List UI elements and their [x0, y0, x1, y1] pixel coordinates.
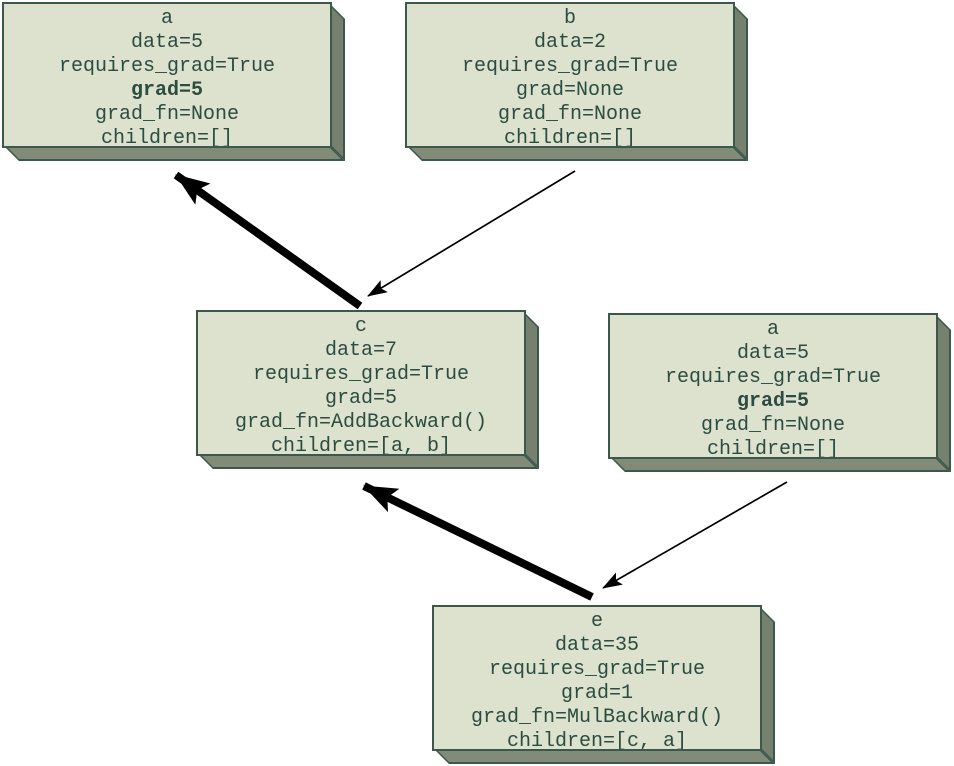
edge-a-to-e [602, 481, 788, 589]
node-grad-fn-field: grad_fn=None [94, 103, 240, 126]
edge-e-to-c [362, 482, 594, 601]
node-children-field: children=[] [706, 438, 840, 461]
node-label: a [766, 318, 779, 341]
node-children-field: children=[] [503, 127, 637, 150]
node-requires-grad-field: requires_grad=True [58, 55, 276, 78]
node-requires-grad-field: requires_grad=True [252, 363, 470, 386]
node-grad-field: grad=5 [324, 387, 397, 410]
node-grad-field: grad=1 [560, 682, 633, 705]
node-children-field: children=[] [100, 127, 234, 150]
node-c: c data=7 requires_grad=True grad=5 grad_… [196, 310, 526, 458]
node-a-top-left: a data=5 requires_grad=True grad=5 grad_… [2, 2, 332, 150]
node-requires-grad-field: requires_grad=True [664, 366, 882, 389]
node-data-field: data=5 [130, 31, 203, 54]
node-grad-fn-field: grad_fn=MulBackward() [470, 706, 724, 729]
node-requires-grad-field: requires_grad=True [488, 658, 706, 681]
node-grad-field: grad=None [515, 79, 625, 102]
node-b: b data=2 requires_grad=True grad=None gr… [405, 2, 735, 150]
node-e: e data=35 requires_grad=True grad=1 grad… [432, 605, 762, 753]
node-grad-fn-field: grad_fn=AddBackward() [234, 411, 488, 434]
node-requires-grad-field: requires_grad=True [461, 55, 679, 78]
node-label: a [160, 7, 173, 30]
edge-b-to-c [367, 170, 576, 297]
node-data-field: data=7 [324, 339, 397, 362]
node-label: b [563, 7, 576, 30]
node-grad-fn-field: grad_fn=None [497, 103, 643, 126]
node-grad-fn-field: grad_fn=None [700, 414, 846, 437]
node-a-right: a data=5 requires_grad=True grad=5 grad_… [608, 313, 938, 461]
node-label: c [354, 315, 367, 338]
node-grad-field: grad=5 [736, 390, 809, 413]
node-data-field: data=5 [736, 342, 809, 365]
node-data-field: data=2 [533, 31, 606, 54]
node-label: e [590, 610, 603, 633]
node-children-field: children=[c, a] [506, 730, 688, 753]
node-children-field: children=[a, b] [270, 435, 452, 458]
node-grad-field: grad=5 [130, 79, 203, 102]
edge-c-to-a [173, 171, 363, 310]
node-data-field: data=35 [554, 634, 639, 657]
